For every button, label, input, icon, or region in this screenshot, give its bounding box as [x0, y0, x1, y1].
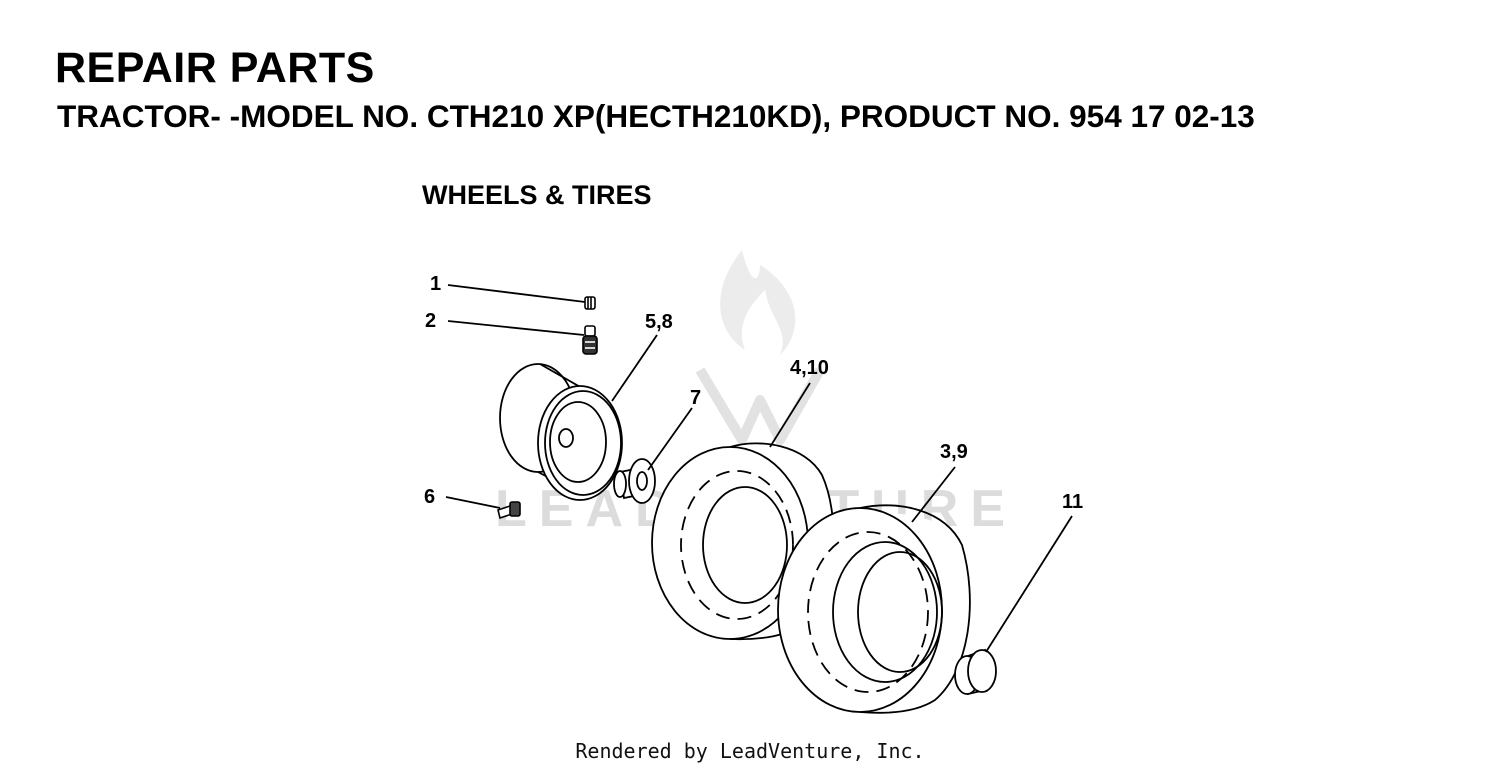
hub-cap-part: [954, 648, 997, 696]
callout-11: 11: [1062, 491, 1083, 513]
bushing-part: [613, 458, 656, 504]
section-title: WHEELS & TIRES: [422, 180, 652, 210]
watermark-logo: [695, 250, 825, 445]
callout-4-10: 4,10: [790, 357, 829, 379]
callout-5-8: 5,8: [645, 311, 673, 333]
callout-2: 2: [425, 310, 436, 332]
model-subtitle: TRACTOR- -MODEL NO. CTH210 XP(HECTH210KD…: [57, 98, 1255, 134]
valve-stem-part: [582, 325, 598, 355]
callout-7: 7: [690, 387, 701, 409]
callout-3-9: 3,9: [940, 441, 968, 463]
rear-tire-part: [777, 504, 971, 714]
wheel-rim-part: [499, 363, 623, 501]
page-title: REPAIR PARTS: [55, 44, 375, 92]
leader-lines: [445, 284, 1073, 653]
callout-6: 6: [424, 486, 435, 508]
footer-credit: Rendered by LeadVenture, Inc.: [575, 739, 925, 763]
valve-cap-part: [584, 296, 596, 310]
grease-fitting-part: [497, 501, 521, 520]
callout-1: 1: [430, 273, 441, 295]
